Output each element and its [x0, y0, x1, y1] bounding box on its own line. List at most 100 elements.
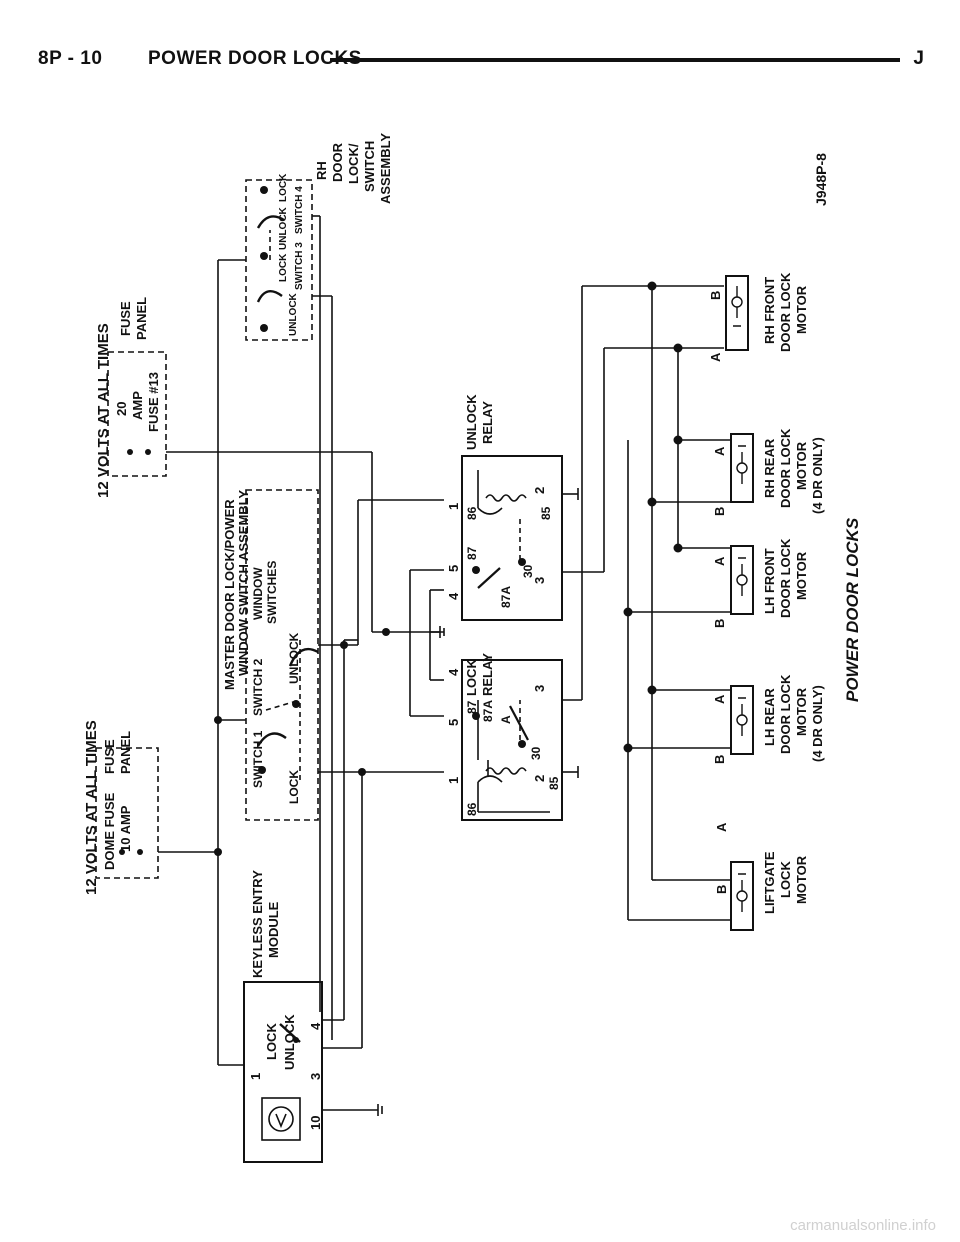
keyless-pin-1: 1	[248, 1073, 263, 1080]
lh-front-motor-name-2: DOOR LOCK	[778, 538, 793, 618]
unlock-relay-pin-3: 3	[532, 577, 547, 584]
fuse-left-panel-2: PANEL	[118, 731, 133, 774]
rh-title-3: LOCK/	[346, 143, 361, 184]
page-title: POWER DOOR LOCKS	[148, 48, 362, 69]
rh-front-motor-name-2: DOOR LOCK	[778, 272, 793, 352]
page-header: 8P - 10 POWER DOOR LOCKS J	[38, 44, 924, 74]
right-fuse-panel-box	[107, 351, 167, 477]
power-right-label: 12 VOLTS AT ALL TIMES	[95, 323, 112, 498]
header-rule	[330, 58, 900, 62]
liftgate-motor-name-2: LOCK	[778, 861, 793, 898]
lock-relay-pin-30: 30	[529, 746, 543, 760]
rh-front-motor-name-3: MOTOR	[794, 285, 809, 334]
lock-relay-pin-86: 86	[465, 802, 479, 816]
master-switch-assembly-box	[245, 489, 319, 821]
rh-rear-pin-a: A	[712, 446, 727, 456]
lock-relay-pin-5: 5	[446, 719, 461, 726]
lh-rear-motor-name-4: (4 DR ONLY)	[810, 685, 825, 762]
left-fuse-panel-box	[95, 747, 159, 879]
master-window-1: WINDOW	[251, 567, 265, 620]
rh-unlock-3: UNLOCK	[288, 292, 299, 336]
rh-front-pin-a: A	[708, 352, 723, 362]
master-switch1: SWITCH 1	[251, 730, 265, 788]
liftgate-pin-b: B	[714, 885, 729, 894]
unlock-relay-pin-2: 2	[532, 487, 547, 494]
rh-title-2: DOOR	[330, 142, 345, 182]
keyless-entry-module-box	[243, 981, 323, 1163]
lock-relay-pin-87: 87	[465, 700, 479, 714]
fuse-right-line1: 20	[114, 402, 129, 416]
fuse-left-line1: DOME FUSE	[102, 792, 117, 870]
lock-relay-contact-a: A	[499, 715, 513, 724]
master-unlock: UNLOCK	[287, 632, 301, 684]
lh-front-motor-name-3: MOTOR	[794, 551, 809, 600]
keyless-receiver-mark	[275, 1113, 287, 1129]
liftgate-motor-name-3: MOTOR	[794, 855, 809, 904]
unlock-relay-pin-87a: 87A	[499, 586, 513, 608]
lock-relay-pin-1: 1	[446, 777, 461, 784]
rh-rear-pin-b: B	[712, 507, 727, 516]
lh-rear-motor-name-1: LH REAR	[762, 688, 777, 746]
rh-rear-motor-name-1: RH REAR	[762, 438, 777, 498]
wires	[158, 215, 731, 1116]
unlock-relay-pin-30: 30	[521, 564, 535, 578]
lh-front-pin-a: A	[712, 556, 727, 566]
keyless-title-1: KEYLESS ENTRY	[250, 870, 265, 978]
rh-rear-motor-box	[730, 433, 754, 503]
unlock-relay-box	[461, 455, 563, 621]
watermark: carmanualsonline.info	[790, 1217, 936, 1234]
power-left-label: 12 VOLTS AT ALL TIMES	[83, 720, 100, 895]
lh-front-motor-box	[730, 545, 754, 615]
master-lock: LOCK	[287, 770, 301, 804]
lock-relay-pin-3: 3	[532, 685, 547, 692]
fuse-right-panel-1: FUSE	[118, 301, 133, 336]
lock-relay-pin-85: 85	[547, 776, 561, 790]
lh-front-motor-name-1: LH FRONT	[762, 548, 777, 614]
lh-rear-pin-a: A	[712, 694, 727, 704]
rh-rear-motor-name-4: (4 DR ONLY)	[810, 437, 825, 514]
fuse-left-panel-1: FUSE	[102, 739, 117, 774]
section-letter: J	[913, 48, 924, 69]
master-switch2: SWITCH 2	[251, 658, 265, 716]
unlock-relay-pin-4: 4	[446, 592, 461, 600]
lock-relay-pin-87a: 87A	[481, 700, 495, 722]
rh-unlock-4: UNLOCK	[278, 206, 289, 250]
lh-rear-motor-name-2: DOOR LOCK	[778, 674, 793, 754]
keyless-receiver-box	[261, 1097, 301, 1141]
rh-rear-motor-name-2: DOOR LOCK	[778, 428, 793, 508]
liftgate-pin-a: A	[714, 822, 729, 832]
liftgate-motor-name-1: LIFTGATE	[762, 851, 777, 914]
lock-relay-title-2: RELAY	[480, 653, 495, 696]
rh-lock-3: LOCK	[278, 253, 289, 282]
rh-rear-motor-name-3: MOTOR	[794, 441, 809, 490]
unlock-relay-pin-1: 1	[446, 503, 461, 510]
rh-lock-4: LOCK	[278, 173, 289, 202]
fuse-right-panel-2: PANEL	[134, 297, 149, 340]
unlock-relay-pin-86: 86	[465, 506, 479, 520]
master-window-2: SWITCHES	[265, 561, 279, 624]
lock-relay-pin-4: 4	[446, 668, 461, 676]
rh-title-5: ASSEMBLY	[378, 133, 393, 204]
fuse-right-line2: AMP	[130, 391, 145, 420]
rh-title-4: SWITCH	[362, 141, 377, 192]
splice-dots	[119, 186, 683, 1043]
keyless-pin-3: 3	[308, 1073, 323, 1080]
lock-relay-internals	[477, 700, 550, 813]
unlock-relay-title-2: RELAY	[480, 401, 495, 444]
keyless-pin-10: 10	[308, 1116, 323, 1130]
rh-switch-4: SWITCH 4	[294, 186, 305, 234]
keyless-pin-4: 4	[308, 1022, 323, 1030]
rh-front-motor-box	[725, 275, 749, 351]
rh-title-1: RH	[314, 161, 329, 180]
unlock-relay-pin-85: 85	[539, 506, 553, 520]
diagram-caption: POWER DOOR LOCKS	[843, 517, 862, 702]
lock-relay-pin-2: 2	[532, 775, 547, 782]
rh-front-motor-name-1: RH FRONT	[762, 277, 777, 344]
unlock-relay-pin-5: 5	[446, 565, 461, 572]
keyless-receiver-symbol	[268, 1106, 294, 1132]
lh-rear-motor-box	[730, 685, 754, 755]
fuse-right-line3: FUSE #13	[146, 372, 161, 432]
lh-front-pin-b: B	[712, 619, 727, 628]
liftgate-motor-box	[730, 861, 754, 931]
